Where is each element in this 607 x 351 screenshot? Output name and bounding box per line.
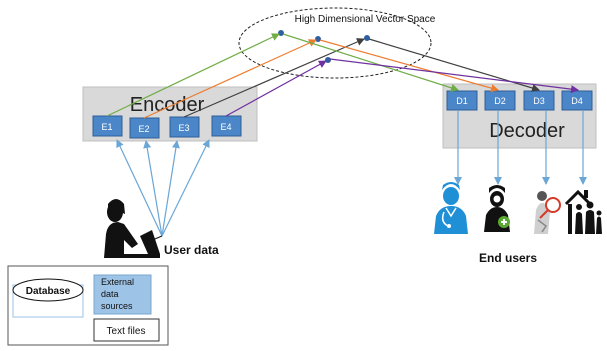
arrow-e3-to-space bbox=[183, 38, 365, 118]
vector-space-label: High Dimensional Vector Space bbox=[295, 14, 436, 25]
arrow-e1-to-space bbox=[106, 33, 280, 117]
end-users-label: End users bbox=[479, 251, 537, 265]
external-sources-line-3: sources bbox=[101, 301, 133, 311]
doctor-icon bbox=[434, 182, 468, 234]
arrow-space-to-d1 bbox=[282, 33, 459, 92]
arrow-e2-to-space bbox=[143, 39, 317, 119]
user-data-label: User data bbox=[164, 243, 219, 257]
vector-point-2 bbox=[315, 36, 321, 42]
external-sources-line-2: data bbox=[101, 289, 119, 299]
arrow-user-to-e2 bbox=[143, 140, 163, 237]
arrow-space-to-d4 bbox=[329, 58, 579, 94]
encoder-unit-e4-label: E4 bbox=[220, 122, 231, 132]
vector-space-ellipse bbox=[238, 7, 432, 79]
decoder-unit-d2 bbox=[484, 90, 516, 111]
nurse-icon bbox=[484, 185, 510, 232]
researcher-icon bbox=[534, 191, 561, 234]
decoder-unit-d2-label: D2 bbox=[494, 96, 506, 106]
arrow-user-to-e1 bbox=[116, 139, 163, 237]
external-sources-line-1: External bbox=[101, 277, 134, 287]
vector-point-4 bbox=[325, 57, 331, 63]
encoder-unit-e3-label: E3 bbox=[178, 123, 189, 133]
arrow-user-to-e3 bbox=[161, 140, 180, 237]
arrow-e4-to-space bbox=[225, 60, 327, 117]
decoder-unit-d1-label: D1 bbox=[456, 96, 468, 106]
encoder-unit-e2-label: E2 bbox=[138, 124, 149, 134]
text-files-label: Text files bbox=[107, 326, 146, 337]
text-files-box bbox=[93, 318, 160, 342]
decoder-title: Decoder bbox=[489, 120, 565, 142]
user-laptop-icon bbox=[104, 199, 163, 258]
encoder-unit-e1-label: E1 bbox=[101, 122, 112, 132]
decoder-unit-d3-label: D3 bbox=[533, 96, 545, 106]
vector-point-3 bbox=[364, 35, 370, 41]
database-icon bbox=[12, 278, 84, 318]
vector-point-1 bbox=[278, 30, 284, 36]
decoder-unit-d4-label: D4 bbox=[571, 96, 583, 106]
arrow-user-to-e4 bbox=[161, 139, 210, 237]
arrow-space-to-d2 bbox=[319, 39, 499, 92]
decoder-unit-d1 bbox=[446, 90, 478, 111]
external-sources-box bbox=[93, 274, 152, 315]
family-home-icon bbox=[564, 189, 602, 234]
database-label: Database bbox=[26, 286, 71, 297]
